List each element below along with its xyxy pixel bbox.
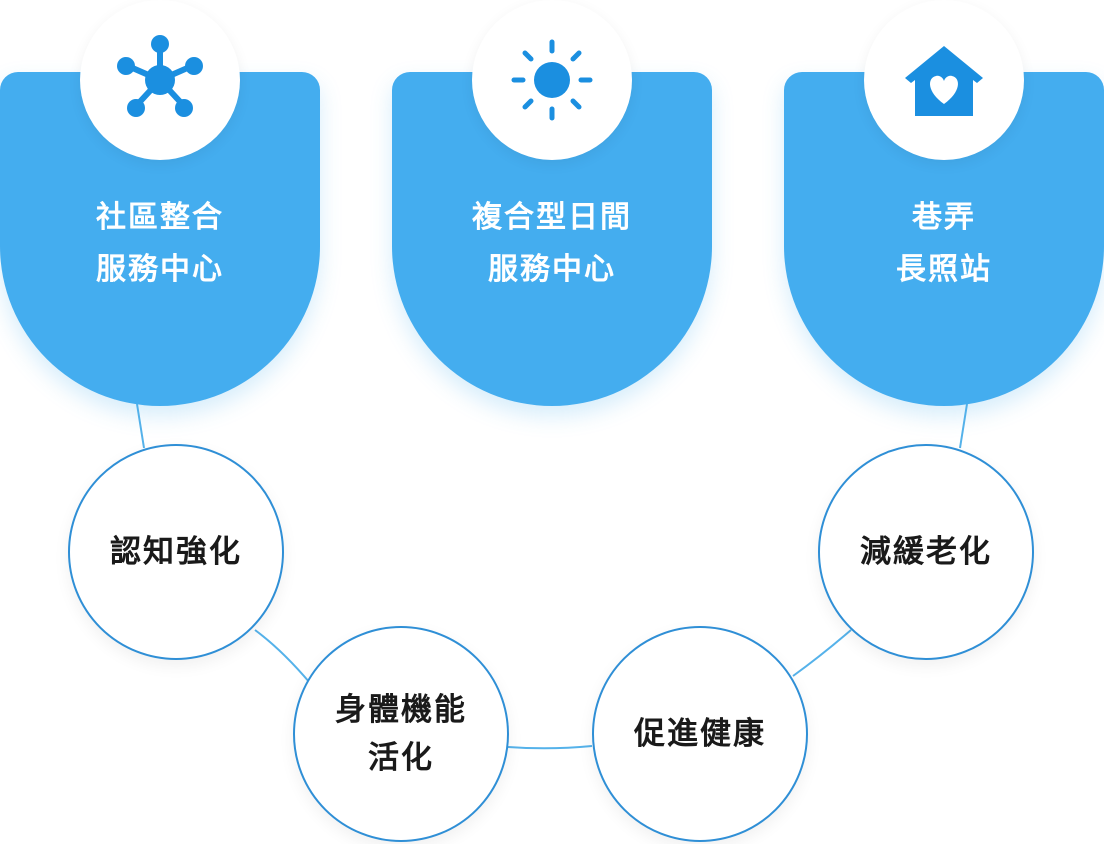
benefit-node-cognitive: 認知強化	[68, 444, 284, 660]
network-icon	[117, 35, 203, 117]
connector-card3-node4	[959, 403, 968, 449]
service-card-title-line: 長照站	[896, 252, 992, 287]
connector-node3-node4	[792, 629, 852, 677]
icon-badge	[80, 0, 240, 160]
icon-badge	[472, 0, 632, 160]
benefit-label: 促進健康	[634, 716, 766, 752]
benefit-node-health: 促進健康	[592, 626, 808, 842]
service-card-title-line: 複合型日間	[472, 200, 632, 235]
service-card-title-line: 服務中心	[488, 252, 616, 287]
benefit-label: 身體機能	[335, 692, 467, 728]
connector-card1-node1	[136, 403, 145, 449]
service-card-title-line: 社區整合	[96, 200, 224, 235]
service-card-title: 巷弄 長照站	[784, 192, 1104, 296]
sun-icon	[511, 39, 593, 121]
service-card-title-line: 巷弄	[912, 200, 976, 235]
benefit-node-aging: 減緩老化	[818, 444, 1034, 660]
icon-badge	[864, 0, 1024, 160]
service-card-title: 社區整合 服務中心	[0, 192, 320, 296]
home-heart-icon	[905, 46, 983, 116]
connector-node1-node2	[254, 629, 311, 684]
service-card-day-care: 複合型日間 服務中心	[392, 72, 712, 406]
benefit-node-physical: 身體機能 活化	[293, 626, 509, 842]
benefit-label: 減緩老化	[860, 534, 992, 570]
benefit-label: 認知強化	[110, 534, 242, 570]
benefit-label: 活化	[368, 740, 434, 776]
service-card-title: 複合型日間 服務中心	[392, 192, 712, 296]
service-card-title-line: 服務中心	[96, 252, 224, 287]
connector-node2-node3	[507, 745, 593, 750]
